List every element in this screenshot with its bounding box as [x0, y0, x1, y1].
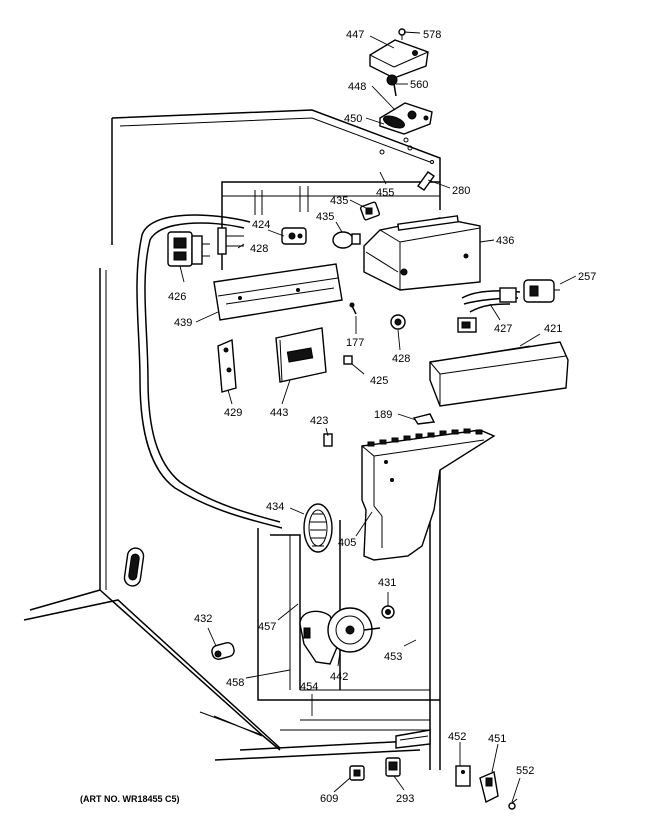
clip-293	[385, 757, 401, 777]
nut-431	[381, 605, 395, 619]
switch-426	[167, 231, 210, 267]
callout-434: 434	[266, 501, 284, 513]
screw-552	[508, 798, 518, 810]
top-cover-447	[369, 39, 429, 79]
callout-455: 455	[376, 187, 394, 199]
callout-189: 189	[374, 409, 392, 421]
hinge-451	[479, 771, 499, 804]
callout-427: 427	[494, 323, 512, 335]
callout-609: 609	[320, 793, 338, 805]
callout-labels: 578 447 448 560 450 455 280 435 435 436 …	[168, 29, 596, 805]
callout-451: 451	[488, 733, 506, 745]
bottom-rail	[395, 729, 431, 749]
callout-458: 458	[226, 677, 244, 689]
callout-436: 436	[496, 235, 514, 247]
callout-453: 453	[384, 651, 402, 663]
plug-432	[211, 642, 235, 660]
bracket-452	[455, 765, 471, 787]
callout-560: 560	[410, 79, 428, 91]
connector-435	[359, 201, 381, 221]
leader-lines	[179, 31, 577, 803]
clip-189	[412, 413, 436, 425]
callout-425: 425	[370, 375, 388, 387]
socket-424	[281, 227, 307, 245]
callout-552: 552	[516, 765, 534, 777]
vent-strip	[397, 215, 459, 231]
bracket-429	[217, 338, 237, 393]
screw-560	[386, 74, 398, 97]
screw-578	[398, 28, 406, 40]
gasket-450	[383, 115, 405, 129]
clip-423	[323, 433, 333, 447]
art-number: (ART NO. WR18455 C5)	[80, 794, 180, 804]
wire-harness	[136, 214, 283, 529]
clip-177	[349, 302, 357, 315]
callout-428-capacitor: 428	[392, 353, 410, 365]
callout-454: 454	[300, 681, 318, 693]
callout-423: 423	[310, 415, 328, 427]
clip-425	[343, 355, 353, 365]
fan-motor-442	[299, 607, 381, 665]
bulb-435	[332, 231, 361, 249]
callout-435-connector: 435	[330, 195, 348, 207]
bracket-280	[417, 171, 435, 191]
callout-452: 452	[448, 731, 466, 743]
callout-421: 421	[544, 323, 562, 335]
capacitor-428	[390, 314, 406, 330]
terminal-428	[217, 227, 244, 255]
mount-443	[275, 327, 327, 383]
callout-257: 257	[578, 271, 596, 283]
callout-439: 439	[174, 317, 192, 329]
callout-432: 432	[194, 613, 212, 625]
callout-424: 424	[252, 219, 270, 231]
callout-578: 578	[423, 29, 441, 41]
callout-177: 177	[346, 337, 364, 349]
callout-431: 431	[378, 577, 396, 589]
housing-436	[363, 217, 481, 291]
callout-442: 442	[330, 671, 348, 683]
timer-257	[523, 279, 560, 303]
callout-450: 450	[344, 113, 362, 125]
callout-429: 429	[224, 407, 242, 419]
callout-280: 280	[452, 185, 470, 197]
callout-457: 457	[258, 621, 276, 633]
cover-421	[429, 341, 569, 407]
grille-434	[303, 503, 333, 553]
rail-439	[213, 263, 343, 321]
callout-448: 448	[348, 81, 366, 93]
callout-443: 443	[270, 407, 288, 419]
callout-428-terminal: 428	[250, 243, 268, 255]
callout-405: 405	[338, 537, 356, 549]
callout-426: 426	[168, 291, 186, 303]
duct-405	[361, 428, 496, 561]
callout-447: 447	[346, 29, 364, 41]
callout-293: 293	[396, 793, 414, 805]
duct-grille	[367, 428, 483, 447]
callout-435-bulb: 435	[316, 211, 334, 223]
clip-609	[349, 765, 365, 781]
